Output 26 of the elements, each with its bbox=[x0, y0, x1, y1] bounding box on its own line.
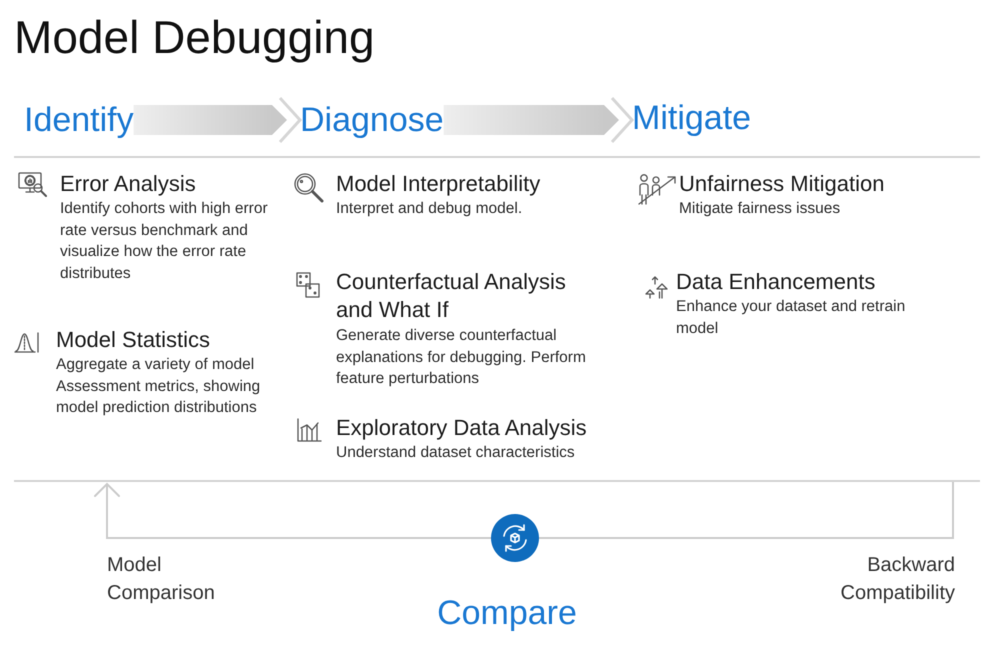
connector-line bbox=[539, 482, 954, 539]
item-description: Enhance your dataset and retrain model bbox=[676, 297, 906, 338]
item-description: Understand dataset characteristics bbox=[336, 443, 575, 463]
item-heading: Model Statistics bbox=[56, 326, 210, 354]
item-heading: Model Interpretability bbox=[336, 170, 540, 198]
item-description: Aggregate a variety of model Assessment metrics, showing model prediction distributions bbox=[56, 355, 262, 418]
item-heading: Counterfactual Analysis and What If bbox=[336, 268, 567, 324]
item-description: Generate diverse counterfactual explanations for debugging. Perform feature perturbations bbox=[336, 326, 587, 389]
item-heading: Error Analysis bbox=[60, 170, 196, 198]
chevron-arrow bbox=[444, 96, 634, 144]
stage-heading: Identify bbox=[24, 100, 134, 140]
side-label: Model Comparison bbox=[107, 553, 216, 606]
sync-icon bbox=[491, 514, 539, 562]
stage-heading: Mitigate bbox=[632, 98, 752, 138]
item-description: Mitigate fairness issues bbox=[679, 199, 842, 219]
chevron-arrow bbox=[134, 96, 302, 144]
stage-heading: Diagnose bbox=[300, 100, 444, 140]
page-title: Model Debugging bbox=[14, 10, 375, 64]
item-description: Interpret and debug model. bbox=[336, 199, 522, 219]
side-label: Backward Compatibility bbox=[840, 553, 955, 606]
item-heading: Data Enhancements bbox=[676, 268, 876, 296]
arrow bbox=[94, 483, 491, 539]
item-heading: Unfairness Mitigation bbox=[679, 170, 884, 198]
item-description: Identify cohorts with high error rate versus benchmark and visualize how the error rate distributes bbox=[60, 199, 269, 284]
section-heading: Compare bbox=[437, 593, 577, 633]
item-heading: Exploratory Data Analysis bbox=[336, 414, 587, 442]
